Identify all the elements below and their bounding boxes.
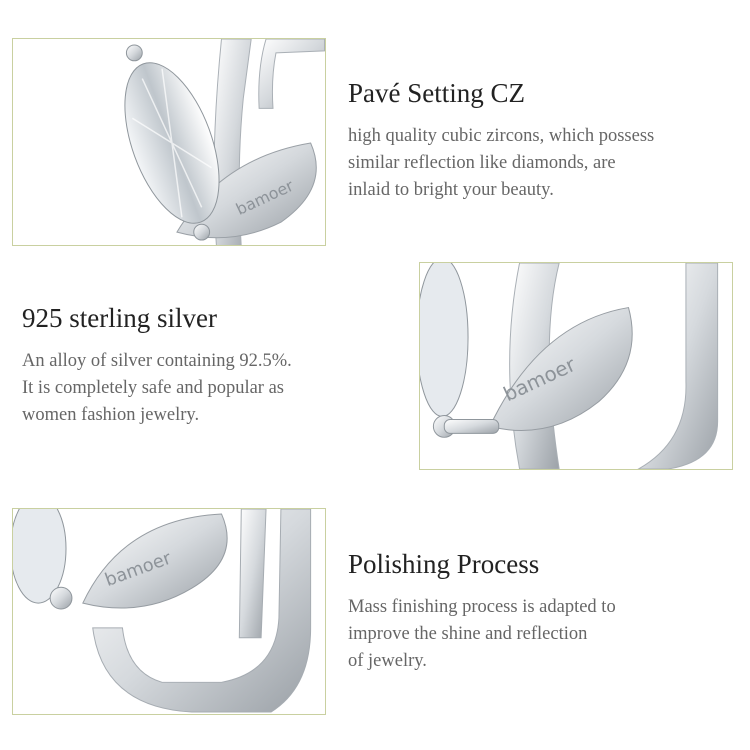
feature-title: Polishing Process [348,549,540,579]
description-line: Mass finishing process is adapted to [348,597,616,617]
description-line: improve the shine and reflection [348,624,588,644]
description-line: An alloy of silver containing 92.5%. [22,351,292,371]
description-line: women fashion jewelry. [22,405,200,425]
feature-description: high quality cubic zircons, which posses… [348,123,733,204]
feature-title: 925 sterling silver [22,303,217,333]
earring-image: bamoer [13,509,312,713]
description-line: high quality cubic zircons, which posses… [348,126,655,146]
product-photo-hoop-closeup: bamoer [12,508,326,715]
description-line: inlaid to bright your beauty. [348,180,554,200]
feature-title: Pavé Setting CZ [348,78,525,108]
feature-pave-setting: Pavé Setting CZ high quality cubic zirco… [348,77,733,204]
earring-image: bamoer [420,263,719,469]
product-photo-leaf-closeup: bamoer [419,262,733,470]
feature-polishing-process: Polishing Process Mass finishing process… [348,548,733,675]
product-photo-stone-closeup: bamoer [12,38,326,246]
earring-image: bamoer [124,39,325,245]
description-line: of jewelry. [348,651,427,671]
feature-description: Mass finishing process is adapted to imp… [348,594,733,675]
description-line: similar reflection like diamonds, are [348,153,616,173]
feature-sterling-silver: 925 sterling silver An alloy of silver c… [22,302,407,429]
feature-description: An alloy of silver containing 92.5%. It … [22,348,407,429]
description-line: It is completely safe and popular as [22,378,284,398]
